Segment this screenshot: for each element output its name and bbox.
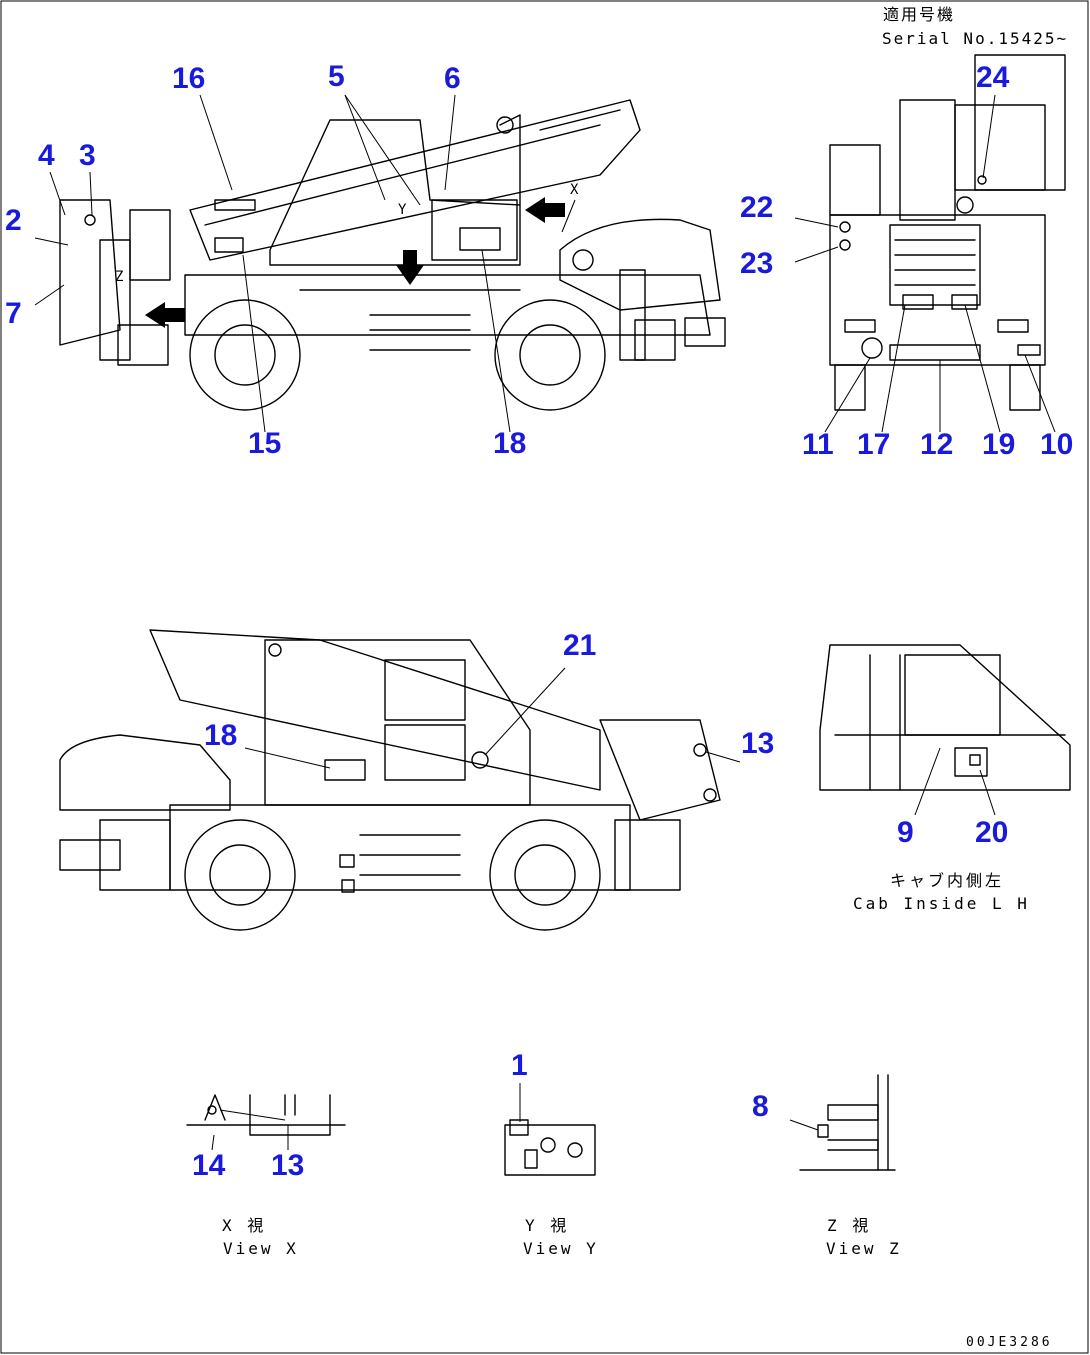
- rear-view: [794, 54, 1066, 433]
- view-mark-y: Y: [398, 202, 409, 218]
- callout-4: 4: [38, 139, 55, 172]
- view-z-caption-jp: Z 視: [827, 1216, 872, 1235]
- callout-16: 16: [172, 62, 206, 95]
- callout-23: 23: [740, 247, 774, 280]
- callout-21: 21: [563, 629, 597, 662]
- callout-20: 20: [975, 816, 1009, 849]
- callout-18-top: 18: [493, 427, 527, 460]
- cab-inside-caption-jp: キャブ内側左: [890, 871, 1005, 890]
- view-y-caption: View Y: [523, 1239, 599, 1258]
- callout-11: 11: [802, 428, 834, 461]
- callout-6: 6: [444, 62, 461, 95]
- callout-18-mid: 18: [204, 719, 238, 752]
- callout-15: 15: [248, 427, 282, 460]
- callout-8: 8: [752, 1090, 769, 1123]
- callout-12: 12: [920, 428, 954, 461]
- view-mark-x: X: [570, 182, 581, 198]
- callout-19: 19: [982, 428, 1016, 461]
- cab-inside-caption: Cab Inside L H: [853, 894, 1030, 913]
- view-mark-z: Z: [115, 269, 126, 285]
- serial-applicability-jp: 適用号機: [883, 5, 956, 24]
- callout-1: 1: [511, 1049, 528, 1082]
- callout-2: 2: [5, 204, 22, 237]
- callout-9: 9: [897, 816, 914, 849]
- callout-7: 7: [5, 297, 22, 330]
- view-z-caption: View Z: [826, 1239, 902, 1258]
- view-y-detail: [504, 1083, 596, 1176]
- view-y-caption-jp: Y 視: [525, 1216, 570, 1235]
- callout-5: 5: [328, 60, 345, 93]
- view-x-caption: View X: [223, 1239, 299, 1258]
- callout-13-mid: 13: [741, 727, 775, 760]
- right-side-view: [59, 629, 741, 931]
- callout-10: 10: [1040, 428, 1074, 461]
- view-x-caption-jp: X 視: [222, 1216, 267, 1235]
- callout-22: 22: [740, 191, 774, 224]
- cab-inside-view: [819, 644, 1071, 816]
- view-x-detail: [186, 1094, 346, 1151]
- serial-applicability: Serial No.15425~: [882, 29, 1069, 48]
- callout-14: 14: [192, 1149, 226, 1182]
- callout-17: 17: [857, 428, 891, 461]
- callout-24: 24: [976, 61, 1010, 94]
- left-side-view: [34, 94, 726, 433]
- drawing-code: 00JE3286: [966, 1335, 1053, 1350]
- callout-13-bottom: 13: [271, 1149, 305, 1182]
- callout-3: 3: [79, 139, 96, 172]
- view-z-detail: [789, 1074, 896, 1171]
